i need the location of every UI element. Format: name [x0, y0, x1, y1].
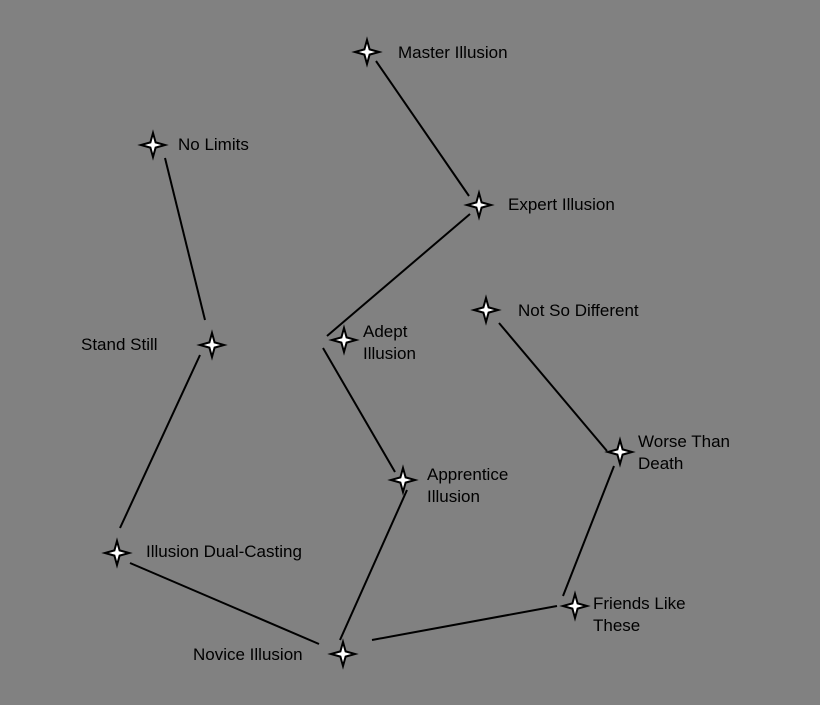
four-point-star-icon[interactable] — [101, 537, 133, 569]
perk-label-line: These — [593, 616, 641, 635]
perk-label-stand-still: Stand Still — [81, 335, 158, 354]
perk-label-illusion-dual-casting: Illusion Dual-Casting — [146, 542, 302, 561]
four-point-star-icon[interactable] — [470, 294, 502, 326]
perk-label-line: Friends Like — [593, 594, 686, 613]
four-point-star-icon[interactable] — [387, 464, 419, 496]
four-point-star-icon[interactable] — [327, 638, 359, 670]
perk-label-master-illusion: Master Illusion — [398, 43, 508, 62]
perk-label-worse-than-death: Worse Than Death — [638, 431, 730, 475]
perk-label-line: Apprentice — [427, 465, 509, 484]
perk-connections — [119, 60, 615, 645]
perk-label-not-so-different: Not So Different — [518, 301, 639, 320]
perk-label-no-limits: No Limits — [178, 135, 249, 154]
four-point-star-icon[interactable] — [137, 129, 169, 161]
four-point-star-icon[interactable] — [559, 590, 591, 622]
four-point-star-icon[interactable] — [196, 329, 228, 361]
perk-label-line: Worse Than — [638, 432, 730, 451]
edge-expert-to-master — [375, 60, 470, 197]
edge-worse-than-death-to-not-so-different — [498, 322, 608, 452]
perk-label-adept-illusion: Adept Illusion — [363, 321, 416, 365]
four-point-star-icon[interactable] — [328, 324, 360, 356]
edge-apprentice-to-adept — [322, 347, 396, 473]
four-point-star-icon[interactable] — [463, 189, 495, 221]
edge-stand-still-to-no-limits — [164, 157, 206, 321]
edge-novice-to-friends — [371, 605, 558, 641]
edge-novice-to-dual-casting — [129, 562, 320, 645]
perk-nodes — [101, 36, 636, 670]
perk-label-expert-illusion: Expert Illusion — [508, 195, 615, 214]
four-point-star-icon[interactable] — [604, 436, 636, 468]
perk-label-line: Death — [638, 454, 684, 473]
perk-label-novice-illusion: Novice Illusion — [193, 645, 303, 664]
four-point-star-icon[interactable] — [351, 36, 383, 68]
edge-novice-to-apprentice — [339, 489, 408, 641]
perk-label-line: Illusion — [427, 487, 480, 506]
edge-dual-casting-to-stand-still — [119, 354, 201, 529]
perk-label-line: Illusion — [363, 344, 416, 363]
perk-label-apprentice-illusion: Apprentice Illusion — [427, 464, 508, 508]
edge-friends-to-worse-than-death — [562, 465, 615, 597]
perk-label-line: Adept — [363, 322, 408, 341]
edge-adept-to-expert — [326, 213, 471, 337]
perk-label-friends-like-these: Friends Like These — [593, 593, 686, 637]
